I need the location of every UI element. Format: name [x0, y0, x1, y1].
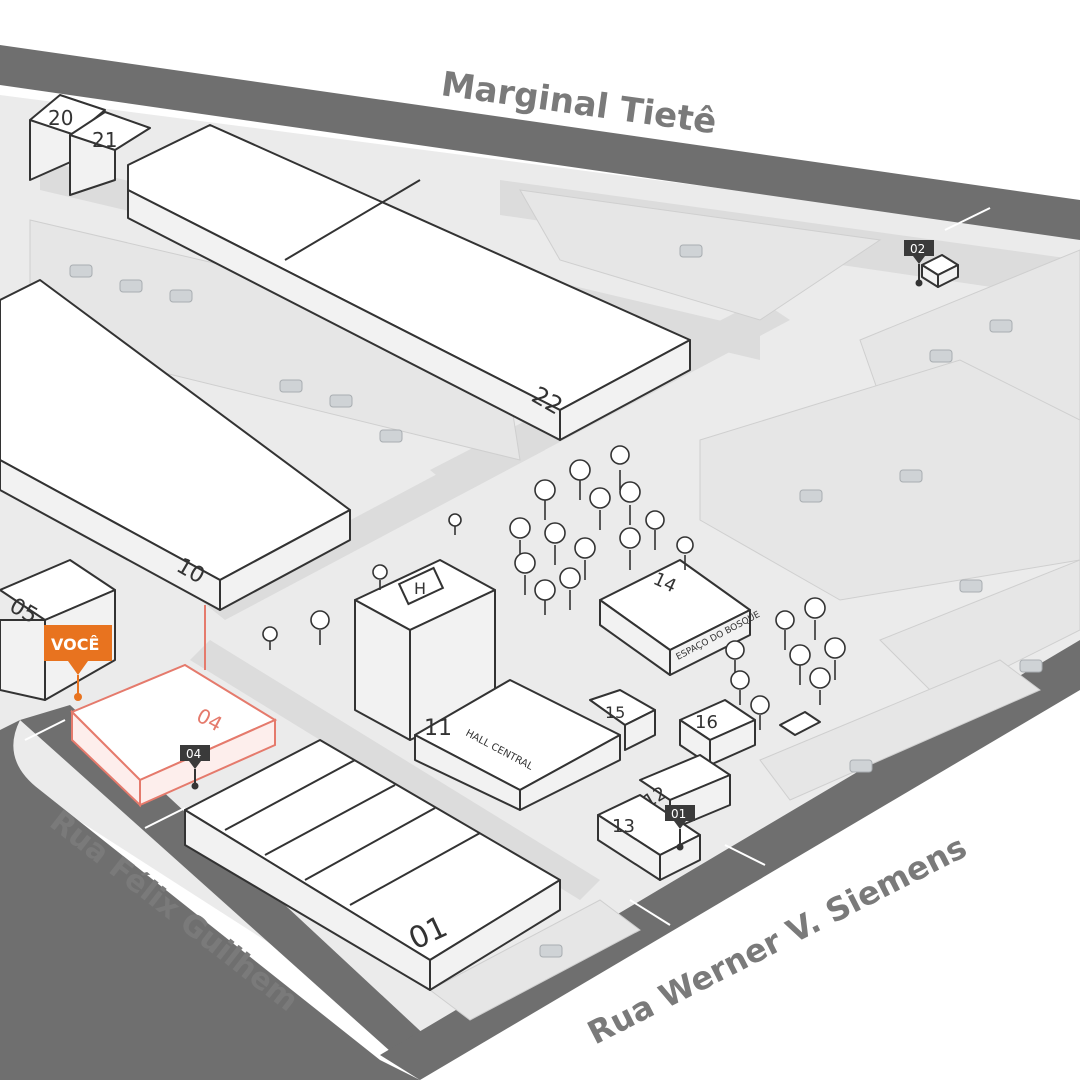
two-way-arrows: [24, 207, 991, 926]
you-are-here-marker[interactable]: VOCÊ: [44, 625, 112, 701]
building-11-hall-central[interactable]: 11 HALL CENTRAL: [414, 679, 621, 811]
building-16-label: 16: [695, 712, 718, 733]
building-10[interactable]: 10: [0, 279, 351, 611]
trees-bosque: [262, 445, 846, 730]
kiosk-gate-02: [921, 254, 959, 288]
building-21-label: 21: [92, 128, 117, 152]
building-13-label: 13: [612, 816, 635, 837]
building-13[interactable]: 13: [597, 794, 701, 881]
road-corner: [0, 720, 420, 1080]
parked-cars: [69, 244, 1043, 958]
lane-south: [190, 640, 600, 900]
building-04-highlighted[interactable]: 04: [70, 605, 278, 808]
parking-lot-east: [699, 359, 1080, 601]
building-11-label: 11: [424, 716, 452, 741]
road-felix-guilhem: [20, 705, 430, 1060]
building-22[interactable]: 22: [127, 124, 691, 441]
parking-lot-southeast: [759, 659, 1041, 801]
building-21[interactable]: 21: [69, 111, 151, 196]
gate-marker-04[interactable]: 04: [180, 745, 210, 790]
gate-marker-02[interactable]: 02: [904, 240, 934, 287]
building-15[interactable]: 15: [589, 689, 656, 751]
building-20-label: 20: [48, 106, 73, 130]
you-are-here-label: VOCÊ: [51, 635, 99, 654]
helipad-label: H: [414, 579, 426, 598]
parking-lot-south: [429, 899, 641, 1021]
gate-02-label: 02: [910, 242, 925, 256]
parking-lot-east-bottom: [879, 559, 1080, 701]
you-are-here-pin: [44, 625, 112, 675]
gate-marker-01[interactable]: 01: [665, 805, 695, 851]
picnic-table: [779, 711, 821, 736]
gate-01-label: 01: [671, 807, 686, 821]
gate-04-label: 04: [186, 747, 201, 761]
building-15-label: 15: [605, 703, 625, 722]
building-01[interactable]: 01: [184, 739, 561, 991]
road-marginal-tiete: [0, 45, 1080, 240]
